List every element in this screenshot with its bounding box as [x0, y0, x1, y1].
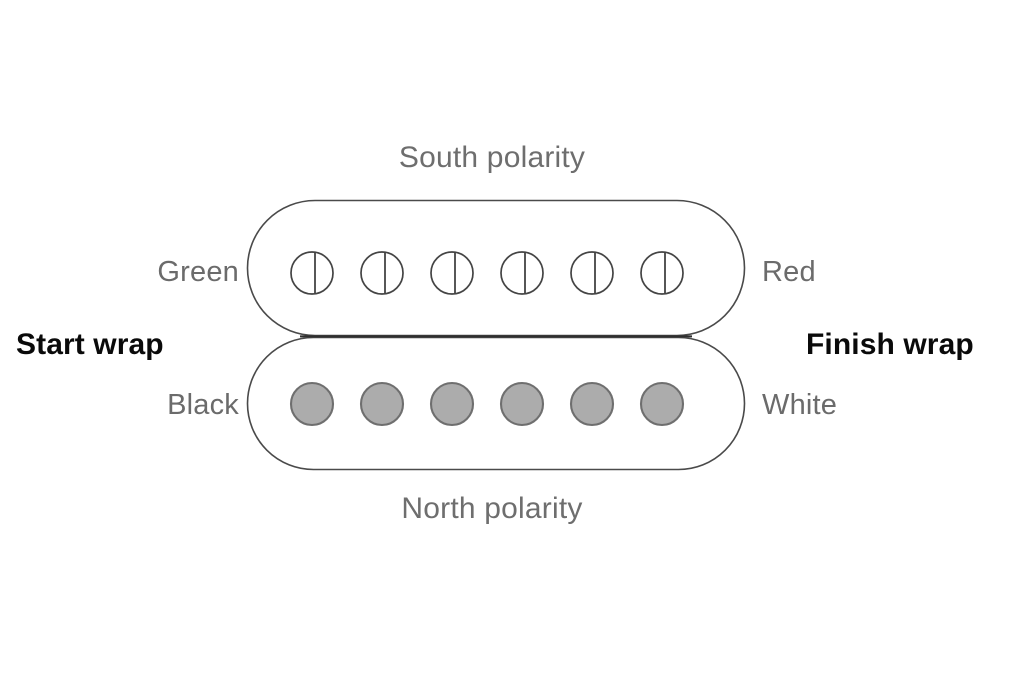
south-polarity-label: South polarity — [398, 141, 586, 174]
pole-screw-5 — [570, 251, 614, 295]
slug-6 — [639, 381, 685, 427]
slug-2 — [359, 381, 405, 427]
green-lead-label: Green — [157, 256, 239, 288]
pole-screw-6 — [640, 251, 684, 295]
start-wrap-label: Start wrap — [16, 328, 164, 361]
pole-screw-3 — [430, 251, 474, 295]
bottom-coil-group — [246, 336, 746, 471]
north-polarity-label: North polarity — [401, 492, 583, 525]
pole-screw-1 — [290, 251, 334, 295]
white-lead-label: White — [762, 389, 838, 421]
bottom-coil-slugs — [289, 381, 685, 427]
bottom-coil-outline — [246, 336, 746, 471]
slug-3 — [429, 381, 475, 427]
top-coil-group — [246, 199, 746, 337]
slug-4 — [499, 381, 545, 427]
slug-5 — [569, 381, 615, 427]
top-coil-pole-screws — [290, 251, 684, 295]
black-lead-label: Black — [167, 389, 239, 421]
finish-wrap-label: Finish wrap — [806, 328, 974, 361]
slug-1 — [289, 381, 335, 427]
pole-screw-4 — [500, 251, 544, 295]
red-lead-label: Red — [762, 256, 816, 288]
pole-screw-2 — [360, 251, 404, 295]
